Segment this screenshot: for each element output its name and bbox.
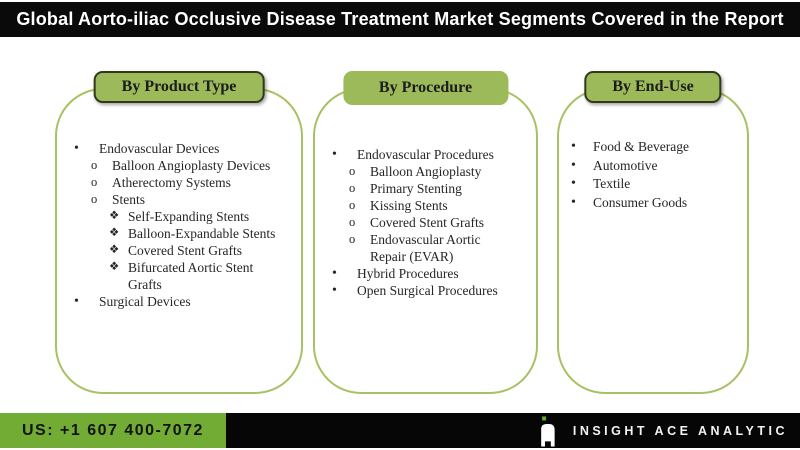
bullet-icon: ❖ [109, 244, 120, 256]
bullet-icon: • [571, 176, 576, 191]
list-item-label: Consumer Goods [593, 194, 688, 210]
bullet-icon: o [349, 164, 356, 178]
bullet-icon: ❖ [109, 261, 120, 273]
column-header-badge: By Procedure [342, 71, 509, 105]
bullet-icon: o [349, 181, 356, 195]
list-item: • Automotive [559, 157, 729, 176]
list-item-label: Self-Expanding Stents [128, 209, 250, 224]
brand-name: INSIGHT ACE ANALYTIC [572, 423, 788, 438]
column-header-badge: By Product Type [93, 71, 265, 103]
list-item-label: Automotive [593, 157, 658, 173]
title-bar: Global Aorto-iliac Occlusive Disease Tre… [0, 2, 800, 37]
bullet-icon: o [91, 192, 98, 206]
segment-list: • Food & Beverage • Automotive • Textile • Cons… [559, 90, 747, 212]
phone-number: US: +1 607 400-7072 [22, 421, 204, 439]
column-header-label: By Procedure [378, 79, 473, 96]
footer-phone-bar: US: +1 607 400-7072 [0, 413, 226, 448]
list-item-label: Balloon-Expandable Stents [128, 226, 276, 241]
list-item-label: Hybrid Procedures [357, 266, 459, 281]
list-item: o Covered Stent Grafts [315, 214, 518, 231]
list-item: ❖ Bifurcated Aortic Stent Grafts [57, 259, 283, 293]
list-item: • Endovascular Devices [57, 140, 283, 157]
bullet-icon: o [91, 158, 98, 172]
list-item: • Hybrid Procedures [315, 265, 518, 282]
list-item-label: Textile [593, 176, 631, 191]
list-item: ❖ Covered Stent Grafts [57, 242, 283, 259]
list-item: • Open Surgical Procedures [315, 282, 518, 299]
list-item-label: Endovascular Aortic Repair (EVAR) [370, 232, 481, 264]
list-item-label: Bifurcated Aortic Stent Grafts [128, 260, 254, 292]
bullet-icon: • [74, 141, 79, 156]
list-item-label: Atherectomy Systems [112, 175, 231, 190]
bullet-icon: o [349, 232, 356, 246]
bullet-icon: ❖ [109, 210, 120, 222]
footer-brand-bar: INSIGHT ACE ANALYTIC [226, 413, 800, 448]
list-item: • Consumer Goods [559, 194, 729, 213]
bullet-icon: • [332, 266, 337, 281]
list-item: o Endovascular Aortic Repair (EVAR) [315, 231, 518, 265]
list-item: ❖ Balloon-Expandable Stents [57, 225, 283, 242]
list-item-label: Endovascular Procedures [357, 147, 494, 162]
list-item-label: Covered Stent Grafts [370, 215, 484, 230]
list-item: ❖ Self-Expanding Stents [57, 208, 283, 225]
list-item-label: Primary Stenting [370, 181, 462, 196]
bullet-icon: o [91, 175, 98, 189]
column-header-label: By End-Use [612, 78, 694, 95]
list-item-label: Endovascular Devices [99, 141, 220, 156]
bullet-icon: • [571, 157, 576, 173]
column-header-label: By Product Type [121, 78, 237, 95]
list-item-label: Food & Beverage [593, 139, 689, 154]
list-item: o Primary Stenting [315, 180, 518, 197]
list-item-label: Stents [112, 192, 146, 207]
list-item-label: Kissing Stents [370, 198, 448, 213]
bullet-icon: • [571, 194, 576, 210]
list-item-label: Open Surgical Procedures [357, 283, 498, 298]
bullet-icon: • [332, 147, 337, 162]
insight-ace-logo-icon [541, 416, 555, 447]
bullet-icon: ❖ [109, 227, 120, 239]
list-item: o Atherectomy Systems [57, 174, 283, 191]
list-item: • Textile [559, 175, 729, 194]
bullet-icon: • [74, 294, 79, 309]
column-header-badge: By End-Use [584, 71, 722, 103]
list-item: • Food & Beverage [559, 138, 729, 157]
bullet-icon: o [349, 215, 356, 229]
list-item: • Endovascular Procedures [315, 146, 518, 163]
list-item: o Balloon Angioplasty Devices [57, 157, 283, 174]
bullet-icon: o [349, 198, 356, 212]
bullet-icon: • [571, 139, 576, 154]
list-item: • Surgical Devices [57, 293, 283, 310]
list-item-label: Balloon Angioplasty [370, 164, 482, 179]
page-title: Global Aorto-iliac Occlusive Disease Tre… [16, 9, 784, 29]
list-item: o Balloon Angioplasty [315, 163, 518, 180]
list-item-label: Surgical Devices [99, 294, 191, 309]
list-item: o Kissing Stents [315, 197, 518, 214]
list-item: o Stents [57, 191, 283, 208]
list-item-label: Balloon Angioplasty Devices [112, 158, 271, 173]
bullet-icon: • [332, 283, 337, 298]
list-item-label: Covered Stent Grafts [128, 243, 242, 258]
segment-column-end-use: By End-Use • Food & Beverage • Automotive • T… [557, 71, 749, 394]
